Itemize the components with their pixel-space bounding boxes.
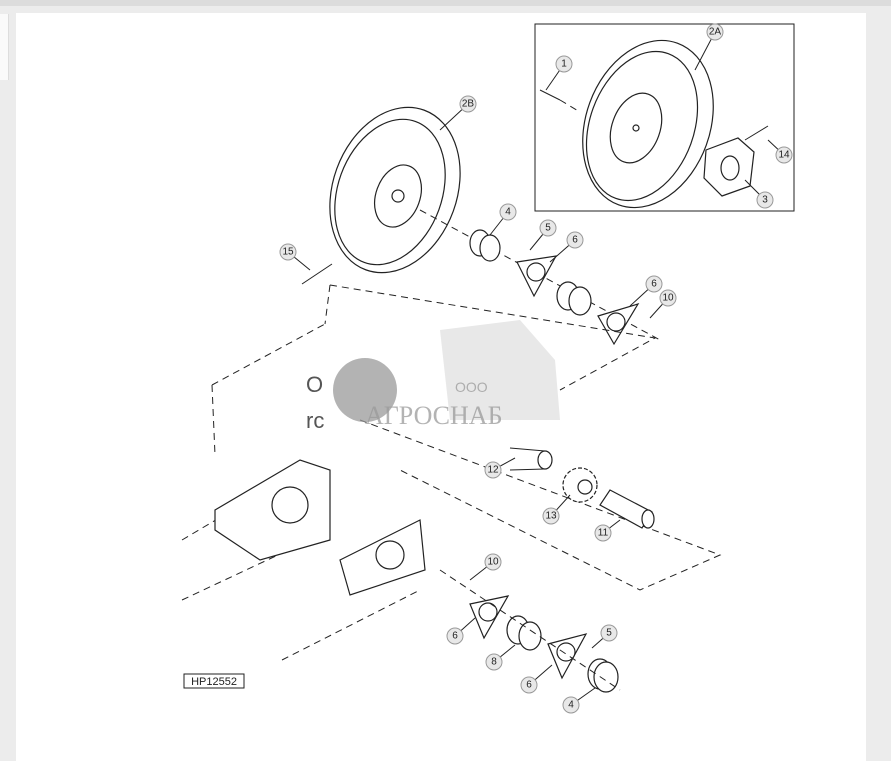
callout-circle xyxy=(566,231,584,249)
callout-10: 10 xyxy=(469,553,502,581)
callout-circle xyxy=(539,219,557,237)
sprocket-assembly xyxy=(214,459,426,596)
callout-6: 6 xyxy=(520,664,553,694)
callout-label: 14 xyxy=(778,150,790,161)
callout-label: 11 xyxy=(598,528,609,539)
callout-15: 15 xyxy=(279,243,311,271)
callout-circle xyxy=(594,524,612,542)
partial-text-1: O xyxy=(306,372,323,397)
left-panel xyxy=(0,14,9,80)
callout-circle xyxy=(659,289,677,307)
wheel-2a xyxy=(582,39,714,209)
callout-10: 10 xyxy=(649,289,677,319)
callout-circle xyxy=(756,191,774,209)
bushing-4-top xyxy=(469,229,501,262)
callout-circle xyxy=(542,507,560,525)
callout-label: 8 xyxy=(491,657,497,668)
callout-14: 14 xyxy=(767,139,793,164)
bearing-housing-3 xyxy=(703,137,755,197)
callout-label: 4 xyxy=(505,207,511,218)
callout-8: 8 xyxy=(485,644,516,671)
callout-4: 4 xyxy=(562,687,596,714)
callout-2A: 2A xyxy=(694,23,724,71)
callout-4: 4 xyxy=(489,203,517,236)
callout-circle xyxy=(645,275,663,293)
bearing-a xyxy=(556,281,592,316)
figure-id-box xyxy=(183,673,245,689)
callout-12: 12 xyxy=(484,457,516,479)
callout-label: 6 xyxy=(572,235,578,246)
callout-label: 10 xyxy=(487,557,499,568)
callout-circle xyxy=(562,696,580,714)
callout-label: 15 xyxy=(282,247,294,258)
callout-3: 3 xyxy=(744,179,774,209)
shaft-11 xyxy=(599,489,655,529)
callout-5: 5 xyxy=(529,219,557,251)
callout-label: 2B xyxy=(462,99,475,110)
callout-circle xyxy=(279,243,297,261)
bolt-14 xyxy=(744,125,769,141)
shaft-12 xyxy=(509,447,553,471)
bushing-4-bottom xyxy=(587,658,619,693)
callout-label: 13 xyxy=(545,511,557,522)
callout-circle xyxy=(520,676,538,694)
callout-6: 6 xyxy=(446,617,476,645)
callout-circle xyxy=(555,55,573,73)
watermark-logo: ООО АГРОСНАБ xyxy=(333,320,560,430)
callout-6: 6 xyxy=(549,231,584,263)
callout-label: 10 xyxy=(662,293,674,304)
watermark-prefix: ООО xyxy=(455,379,488,395)
callout-label: 5 xyxy=(606,628,612,639)
callout-circle xyxy=(484,553,502,571)
partial-text-2: rc xyxy=(306,408,324,433)
inset-frame xyxy=(534,23,795,212)
top-bar xyxy=(0,0,891,6)
callout-label: 6 xyxy=(526,680,532,691)
wheel-2b xyxy=(329,106,461,274)
callout-2B: 2B xyxy=(439,95,477,131)
flange-6-a xyxy=(516,255,558,298)
callout-circle xyxy=(484,461,502,479)
callout-circle xyxy=(446,627,464,645)
callout-11: 11 xyxy=(594,519,621,542)
callout-13: 13 xyxy=(542,494,571,525)
callout-circle xyxy=(499,203,517,221)
callout-label: 6 xyxy=(651,279,657,290)
bolt-15 xyxy=(301,263,333,285)
callout-6: 6 xyxy=(629,275,663,307)
callout-circle xyxy=(459,95,477,113)
callout-label: 4 xyxy=(568,700,574,711)
callout-circle xyxy=(775,146,793,164)
callout-label: 3 xyxy=(762,195,768,206)
bolt-1 xyxy=(539,89,581,113)
figure-id: HP12552 xyxy=(191,676,237,688)
callout-1: 1 xyxy=(545,55,573,91)
callout-label: 6 xyxy=(452,631,458,642)
callout-label: 2A xyxy=(709,27,722,38)
callout-circle xyxy=(706,23,724,41)
callout-label: 12 xyxy=(487,465,499,476)
bearing-8 xyxy=(506,615,542,651)
flange-6-c xyxy=(469,595,510,640)
sprocket-13 xyxy=(562,467,598,503)
watermark-name: АГРОСНАБ xyxy=(365,401,503,430)
callout-5: 5 xyxy=(591,624,618,649)
callout-circle xyxy=(485,653,503,671)
flange-6-d xyxy=(547,633,588,680)
callout-label: 5 xyxy=(545,223,551,234)
callout-label: 1 xyxy=(561,59,567,70)
callout-circle xyxy=(600,624,618,642)
